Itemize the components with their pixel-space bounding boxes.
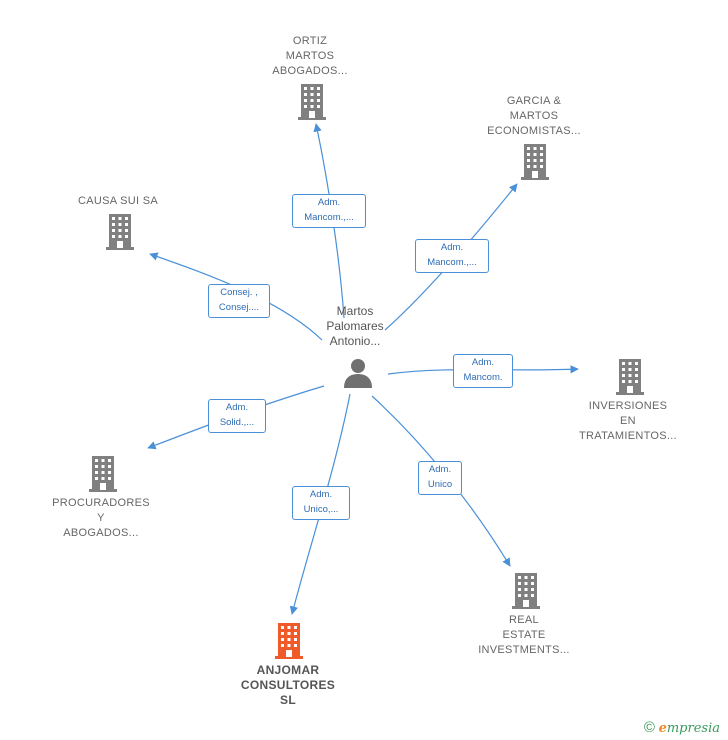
edge-label-real[interactable]: Adm. Unico: [418, 461, 462, 495]
building-icon[interactable]: [273, 623, 305, 659]
building-icon[interactable]: [510, 573, 542, 609]
building-icon[interactable]: [104, 214, 136, 250]
brand-footer: © empresia: [644, 719, 720, 736]
center-person-label[interactable]: Martos Palomares Antonio...: [326, 304, 384, 348]
node-label-procuradores[interactable]: PROCURADORES Y ABOGADOS...: [52, 497, 150, 539]
edge-label-ortiz[interactable]: Adm. Mancom.,...: [292, 194, 366, 228]
node-label-inversiones[interactable]: INVERSIONES EN TRATAMIENTOS...: [578, 400, 677, 442]
copyright-icon: ©: [643, 719, 655, 736]
brand-logo-text: mpresia: [666, 721, 720, 736]
edge-label-garcia[interactable]: Adm. Mancom.,...: [415, 239, 489, 273]
edge-label-anjomar[interactable]: Adm. Unico,...: [292, 486, 350, 520]
person-icon[interactable]: [342, 358, 374, 388]
building-icon[interactable]: [296, 84, 328, 120]
node-label-ortiz[interactable]: ORTIZ MARTOS ABOGADOS...: [272, 35, 348, 77]
node-label-anjomar[interactable]: ANJOMAR CONSULTORES SL: [240, 663, 336, 707]
building-icon[interactable]: [87, 456, 119, 492]
node-label-causa[interactable]: CAUSA SUI SA: [77, 195, 158, 207]
brand-logo-initial: e: [658, 721, 667, 736]
edge-label-inversiones[interactable]: Adm. Mancom.: [453, 354, 513, 388]
building-icon[interactable]: [614, 359, 646, 395]
edge-label-causa[interactable]: Consej. , Consej....: [208, 284, 270, 318]
node-label-garcia[interactable]: GARCIA & MARTOS ECONOMISTAS...: [487, 95, 581, 137]
edge-label-procuradores[interactable]: Adm. Solid.,...: [208, 399, 266, 433]
building-icon[interactable]: [519, 144, 551, 180]
node-label-real[interactable]: REAL ESTATE INVESTMENTS...: [478, 614, 570, 656]
